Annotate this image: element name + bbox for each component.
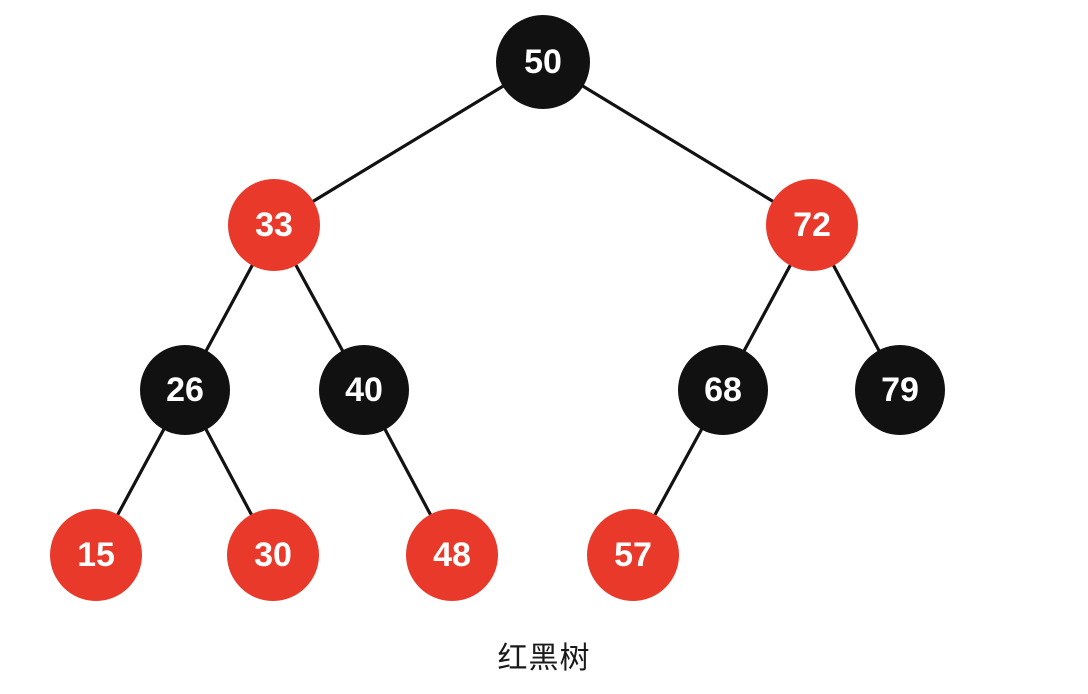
- tree-node-label: 68: [704, 371, 742, 409]
- tree-node-label: 40: [345, 371, 383, 409]
- tree-node-33[interactable]: 33: [228, 179, 320, 271]
- tree-node-label: 30: [254, 536, 292, 574]
- tree-node-40[interactable]: 40: [319, 345, 409, 435]
- tree-node-26[interactable]: 26: [140, 345, 230, 435]
- tree-node-label: 26: [166, 371, 204, 409]
- tree-node-label: 48: [433, 536, 471, 574]
- tree-node-72[interactable]: 72: [766, 179, 858, 271]
- tree-node-57[interactable]: 57: [587, 509, 679, 601]
- tree-node-label: 50: [524, 43, 562, 81]
- tree-node-68[interactable]: 68: [678, 345, 768, 435]
- figure-caption: 红黑树: [497, 641, 591, 676]
- tree-node-label: 33: [255, 206, 293, 244]
- tree-node-48[interactable]: 48: [406, 509, 498, 601]
- tree-node-79[interactable]: 79: [855, 345, 945, 435]
- tree-node-label: 57: [614, 536, 652, 574]
- tree-node-15[interactable]: 15: [50, 509, 142, 601]
- tree-node-label: 72: [793, 206, 831, 244]
- tree-node-label: 79: [881, 371, 919, 409]
- tree-node-50[interactable]: 50: [496, 15, 590, 109]
- tree-node-label: 15: [77, 536, 115, 574]
- tree-node-30[interactable]: 30: [227, 509, 319, 601]
